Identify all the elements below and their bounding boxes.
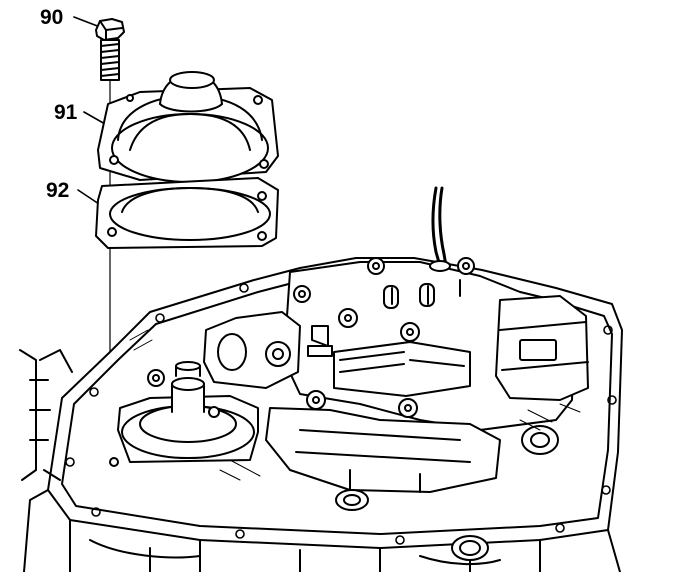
accumulator-piston [109, 361, 259, 467]
gasket [95, 177, 279, 249]
callout-91: 91 [54, 101, 78, 124]
callout-92: 92 [46, 179, 69, 202]
accumulator-cover [97, 71, 279, 183]
valve-body [147, 257, 589, 511]
callout-labels: 90 91 92 [40, 6, 78, 202]
bolt [95, 18, 125, 81]
callout-90: 90 [40, 6, 63, 29]
leader-90 [73, 16, 101, 28]
wire-harness [429, 186, 451, 272]
detail-hatching [129, 329, 581, 481]
